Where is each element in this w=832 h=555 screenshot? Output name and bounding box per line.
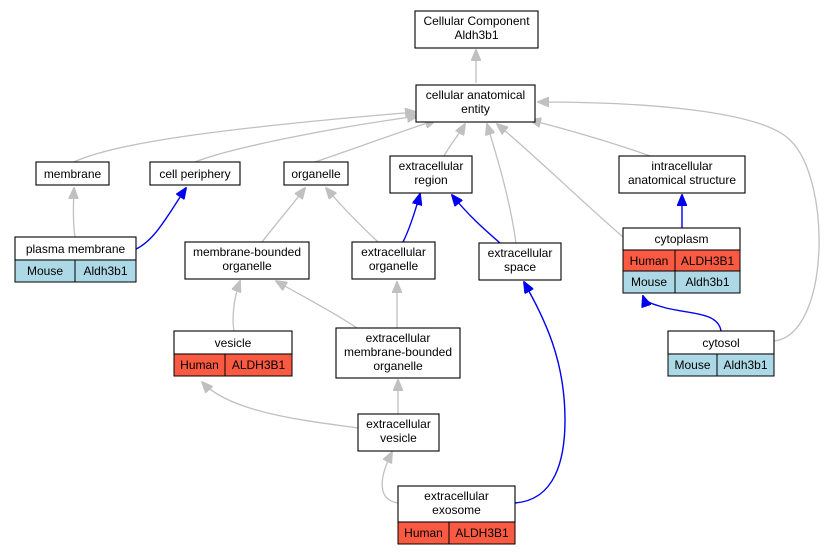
node-label: membrane-bounded <box>193 245 301 259</box>
node-plasma-membrane[interactable]: plasma membrane Mouse Aldh3b1 <box>14 236 137 283</box>
node-label: organelle <box>291 167 341 181</box>
edge-ecmbo-to-mbo <box>276 281 358 329</box>
node-label: region <box>414 173 447 187</box>
node-extracellular-region[interactable]: extracellular region <box>389 155 473 194</box>
node-cytoplasm[interactable]: cytoplasm Human ALDH3B1 Mouse Aldh3b1 <box>622 227 741 294</box>
node-cell-periphery[interactable]: cell periphery <box>149 161 241 186</box>
node-vesicle[interactable]: vesicle Human ALDH3B1 <box>173 330 293 377</box>
node-extracellular-vesicle[interactable]: extracellular vesicle <box>357 413 440 452</box>
node-label: exosome <box>432 503 481 517</box>
node-label: extracellular <box>366 331 431 345</box>
node-label: Aldh3b1 <box>454 28 498 42</box>
gene-label: Aldh3b1 <box>83 264 127 278</box>
node-extracellular-exosome[interactable]: extracellular exosome Human ALDH3B1 <box>397 485 516 545</box>
gene-label: ALDH3B1 <box>681 254 735 268</box>
node-membrane-bounded-organelle[interactable]: membrane-bounded organelle <box>184 241 310 280</box>
node-label: membrane-bounded <box>344 345 452 359</box>
edge-ecregion-to-cae <box>443 124 465 157</box>
edge-ecspace-to-cae <box>487 124 517 244</box>
edge-pm-to-cell-periphery <box>135 188 186 250</box>
node-label: entity <box>461 102 490 116</box>
species-label: Mouse <box>674 358 710 372</box>
gene-cell <box>716 353 775 377</box>
species-label: Mouse <box>631 275 667 289</box>
edge-exosome-to-ecspace <box>514 282 566 504</box>
edge-vesicle-to-mbo <box>233 281 240 332</box>
node-extracellular-organelle[interactable]: extracellular organelle <box>351 241 436 280</box>
node-organelle[interactable]: organelle <box>283 161 349 186</box>
node-cellular-component[interactable]: Cellular Component Aldh3b1 <box>414 10 539 49</box>
gene-label: ALDH3B1 <box>455 526 509 540</box>
edge-ecorg-to-ecregion <box>402 194 420 243</box>
node-label: space <box>504 260 536 274</box>
node-extracellular-membrane-bounded-organelle[interactable]: extracellular membrane-bounded organelle <box>335 327 461 379</box>
species-label: Human <box>180 358 219 372</box>
nodes: Cellular Component Aldh3b1 cellular anat… <box>14 10 775 545</box>
node-label: extracellular <box>361 245 426 259</box>
edge-organelle-to-cae <box>314 120 436 163</box>
gene-cell <box>448 521 516 545</box>
gene-label: ALDH3B1 <box>232 358 286 372</box>
edge-ecorg-to-organelle <box>326 188 379 243</box>
edge-ecvesicle-to-vesicle <box>202 382 359 429</box>
gene-cell <box>224 353 293 377</box>
node-label: extracellular <box>424 489 489 503</box>
edge-ias-to-cae <box>530 120 651 157</box>
node-label: extracellular <box>488 246 553 260</box>
node-label: plasma membrane <box>26 242 126 256</box>
gene-label: Aldh3b1 <box>685 275 729 289</box>
edge-cytosol-to-cytoplasm <box>643 296 722 332</box>
edge-cytoplasm-to-cae <box>497 124 624 238</box>
gene-cell <box>674 270 741 294</box>
node-label: vesicle <box>380 431 417 445</box>
node-cytosol[interactable]: cytosol Mouse Aldh3b1 <box>667 330 775 377</box>
node-extracellular-space[interactable]: extracellular space <box>478 242 562 281</box>
node-intracellular-anatomical-structure[interactable]: intracellular anatomical structure <box>618 155 746 194</box>
edge-ecspace-to-ecregion <box>452 195 501 244</box>
node-label: vesicle <box>215 336 252 350</box>
node-label: Cellular Component <box>423 14 530 28</box>
node-label: organelle <box>373 359 423 373</box>
species-label: Human <box>630 254 669 268</box>
species-label: Human <box>404 526 443 540</box>
node-label: cytosol <box>702 336 739 350</box>
node-label: extracellular <box>399 159 464 173</box>
node-label: cell periphery <box>159 167 230 181</box>
node-label: organelle <box>222 259 272 273</box>
node-membrane[interactable]: membrane <box>35 161 110 186</box>
node-label: intracellular <box>651 159 712 173</box>
gene-label: Aldh3b1 <box>723 358 767 372</box>
edge-cell-periphery-to-cae <box>194 116 418 163</box>
edges <box>73 50 820 504</box>
edge-membrane-to-cae <box>73 112 416 163</box>
node-label: cytoplasm <box>654 232 708 246</box>
edge-mbo-to-organelle <box>261 188 305 243</box>
node-label: extracellular <box>366 417 431 431</box>
gene-cell <box>74 259 137 283</box>
node-label: cellular anatomical <box>426 88 525 102</box>
species-label: Mouse <box>27 264 63 278</box>
edge-cytosol-to-cae <box>538 102 820 342</box>
edge-exosome-to-ecvesicle <box>381 452 399 504</box>
node-label: anatomical structure <box>628 173 736 187</box>
edge-pm-to-membrane <box>73 188 75 238</box>
node-label: organelle <box>369 259 419 273</box>
node-cellular-anatomical-entity[interactable]: cellular anatomical entity <box>415 84 536 123</box>
node-label: membrane <box>44 167 102 181</box>
